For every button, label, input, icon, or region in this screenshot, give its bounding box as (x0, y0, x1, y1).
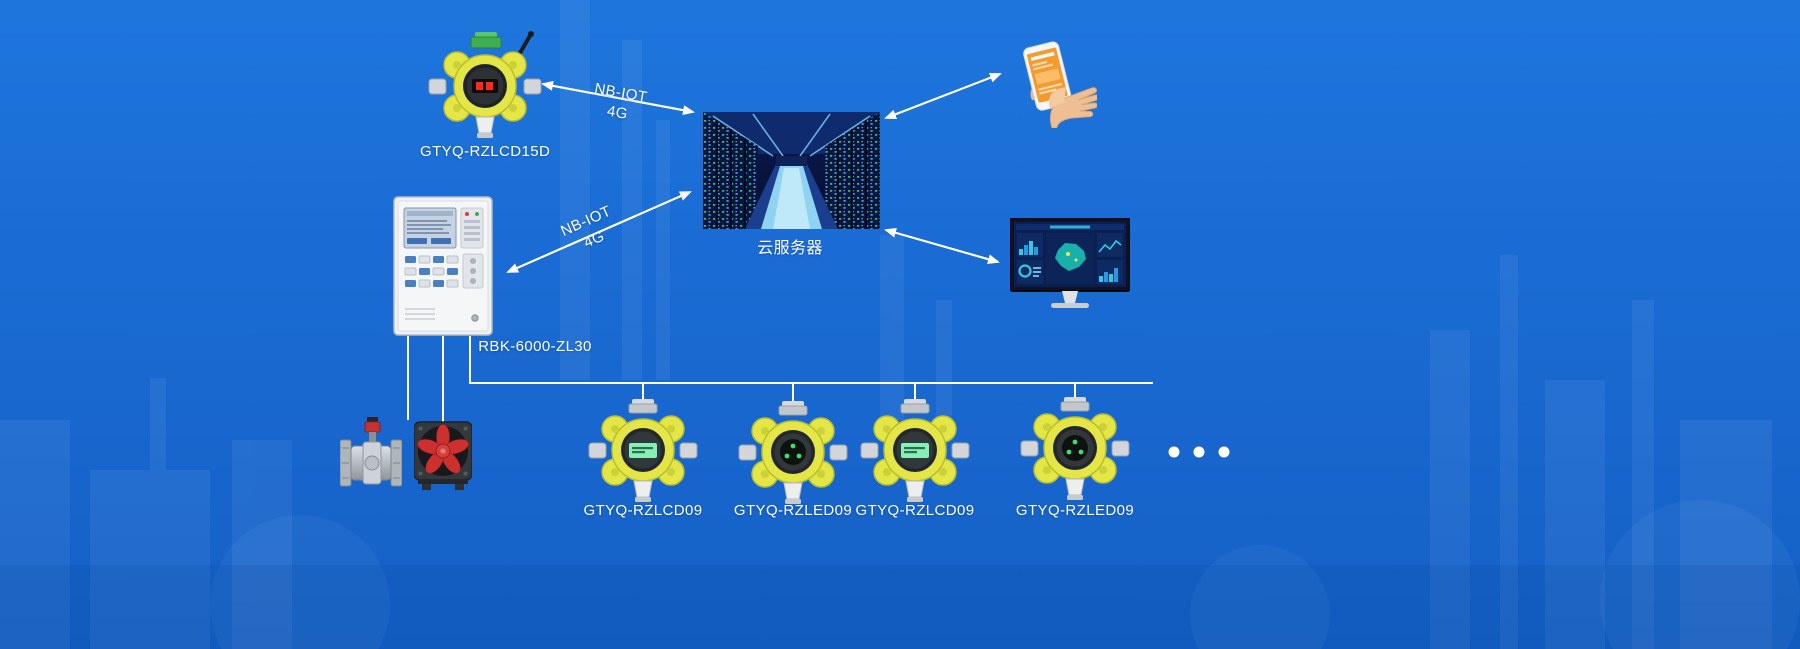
alarm-controller-icon (393, 196, 493, 336)
solenoid-valve-icon (340, 417, 402, 487)
detector-4-label: GTYQ-RZLED09 (1015, 502, 1135, 519)
gas-detector-led-icon (1020, 397, 1130, 500)
exhaust-fan (414, 420, 472, 492)
wireless-gas-detector (425, 30, 545, 142)
mobile-phone-hand (1002, 38, 1097, 128)
wireless-detector-label: GTYQ-RZLCD15D (420, 143, 551, 160)
gas-detector-4 (1020, 396, 1130, 504)
monitoring-computer (1010, 218, 1130, 313)
led-display (472, 79, 498, 93)
lcd-screen (629, 443, 657, 458)
detector-2-label: GTYQ-RZLED09 (733, 502, 853, 519)
server-room-image (703, 112, 880, 229)
gas-detector-led-icon (738, 401, 848, 504)
phone-app-icon (1023, 41, 1097, 128)
link-protocol-label-top: NB-IOT 4G (583, 78, 655, 129)
led-indicator (1062, 435, 1088, 461)
detector-3-label: GTYQ-RZLCD09 (855, 502, 975, 519)
wireless-gas-detector-icon (428, 31, 542, 138)
controller-screen (403, 207, 457, 249)
exhaust-fan-icon (414, 421, 472, 490)
cloud-server (703, 112, 880, 229)
gas-detector-1 (588, 398, 698, 506)
solenoid-valve (340, 416, 402, 494)
gas-detector-3 (860, 398, 970, 506)
alarm-controller (393, 196, 493, 336)
controller-label: RBK-6000-ZL30 (478, 338, 592, 355)
gas-detector-lcd-icon (588, 399, 698, 502)
link-protocol-label-controller: NB-IOT 4G (552, 199, 629, 263)
cloud-server-label: 云服务器 (757, 240, 823, 257)
china-map-icon (1055, 243, 1086, 271)
dashboard-monitor-icon (1010, 218, 1130, 308)
gas-detector-2 (738, 400, 848, 508)
gas-detector-lcd-icon (860, 399, 970, 502)
more-devices-ellipsis (1168, 446, 1230, 458)
controller-buttons (404, 255, 459, 288)
led-indicator (780, 439, 806, 465)
lcd-screen (901, 443, 929, 458)
detector-1-label: GTYQ-RZLCD09 (583, 502, 703, 519)
